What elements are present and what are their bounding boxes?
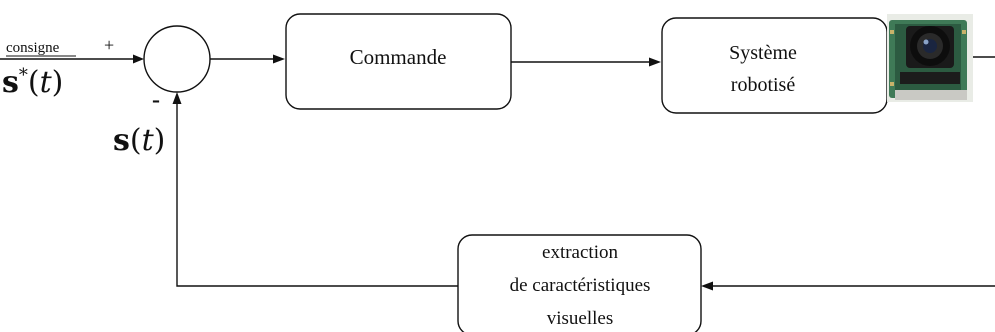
extraction-block <box>457 234 702 332</box>
measured-signal-label: s(t) <box>113 123 165 158</box>
feedback-arrowhead <box>172 92 182 104</box>
extraction-label-line3: visuelles <box>547 308 614 329</box>
extraction-label-line1: extraction <box>542 242 618 263</box>
plus-sign: + <box>104 35 114 55</box>
consigne-label: consigne <box>6 40 60 56</box>
robot-label-line2: robotisé <box>731 74 796 96</box>
input-arrowhead <box>133 54 144 64</box>
minus-sign: - <box>152 87 160 113</box>
summing-junction <box>143 25 211 93</box>
feedback-to-junction-line <box>176 98 458 287</box>
robot-block <box>661 17 888 114</box>
controller-arrowhead <box>273 54 285 64</box>
controller-label: Commande <box>350 45 447 69</box>
camera-icon <box>887 14 973 102</box>
robot-label-line1: Système <box>729 42 797 64</box>
robot-arrowhead <box>649 57 661 67</box>
extraction-arrowhead <box>701 281 713 291</box>
reference-signal-label: s*(t) <box>2 65 63 100</box>
extraction-label-line2: de caractéristiques <box>510 275 651 296</box>
